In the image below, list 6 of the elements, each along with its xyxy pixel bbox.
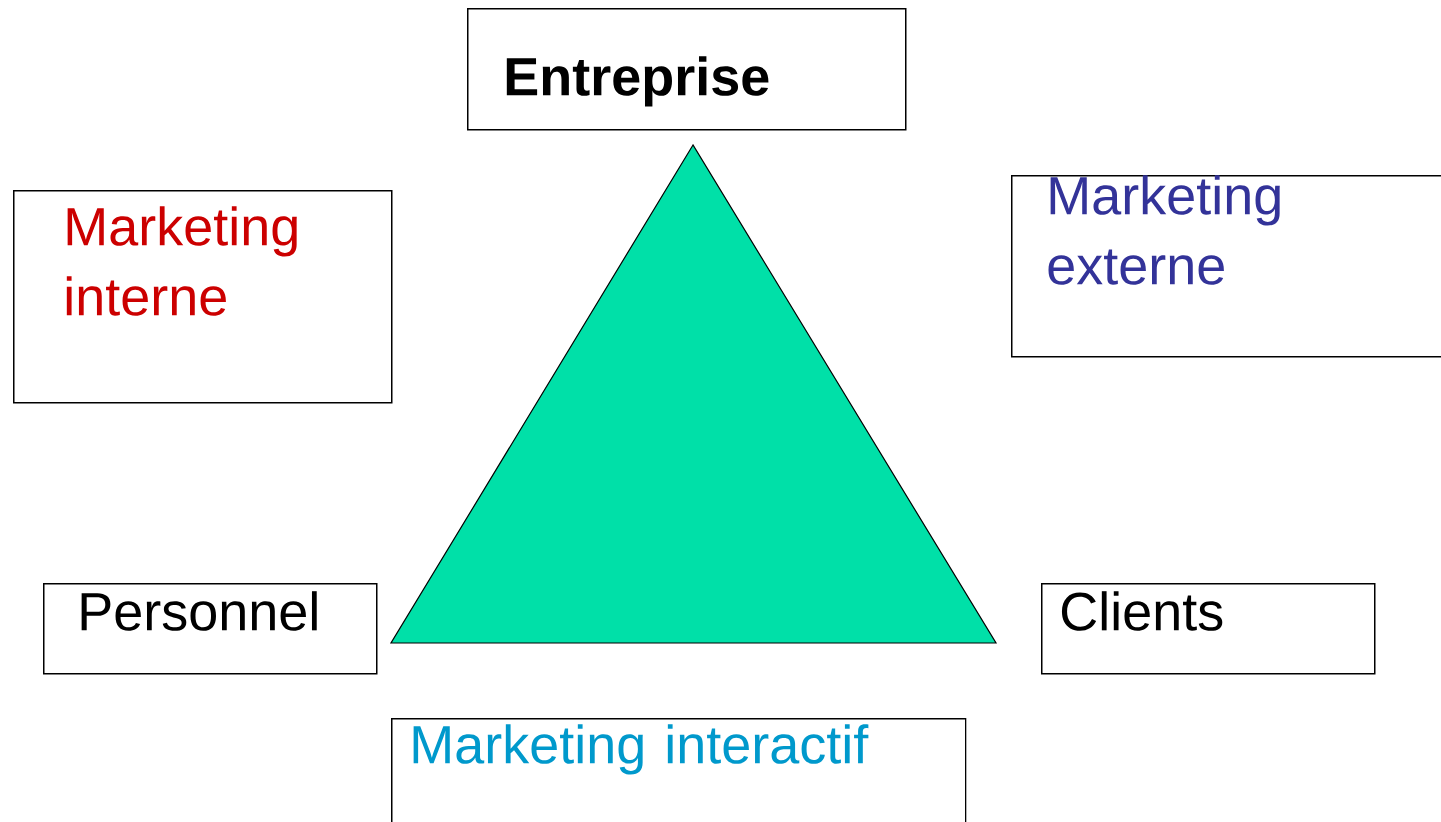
text-box: Entreprise [467,8,907,131]
text-box: Marketing externe [1011,175,1441,358]
text-box: Marketing interactif [391,718,967,822]
text-box: Marketing interne [13,190,393,404]
text-box: Personnel [43,583,378,675]
text-box: Clients [1041,583,1376,675]
